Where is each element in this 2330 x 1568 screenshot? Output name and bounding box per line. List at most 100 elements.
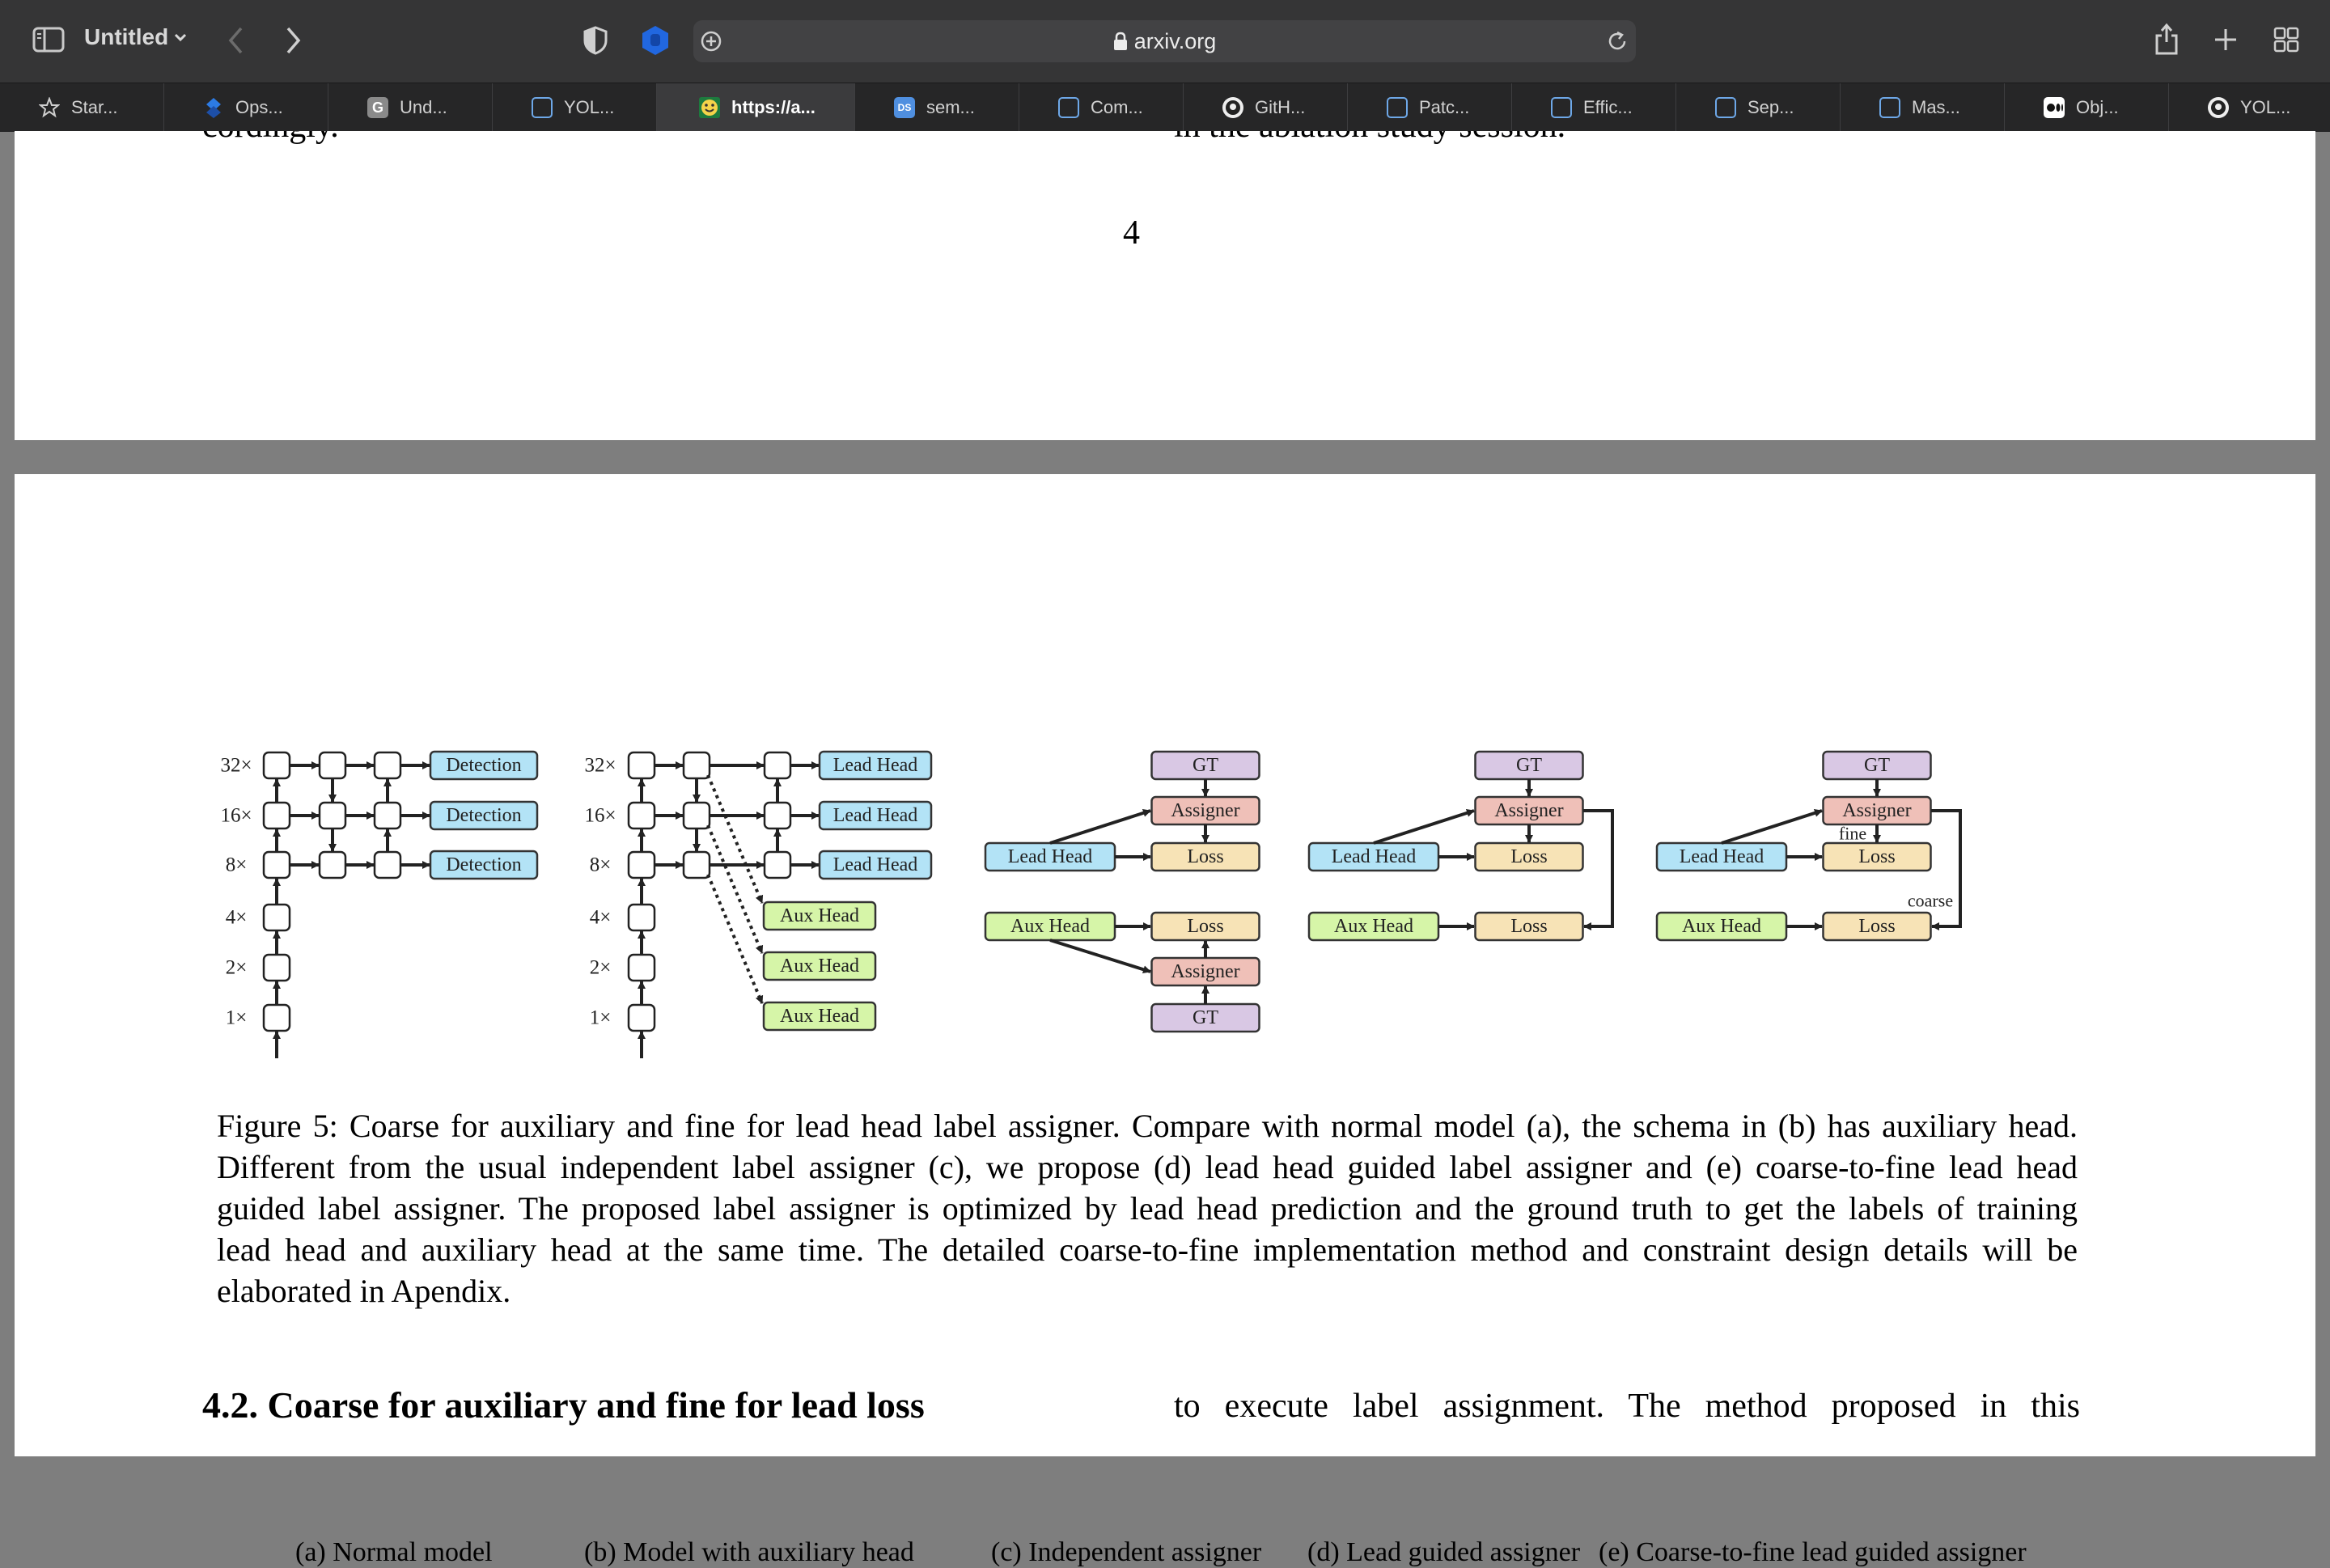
medium-favicon-icon bbox=[2044, 97, 2065, 118]
tab-label: Und... bbox=[400, 97, 447, 117]
lead-head-box-label: Lead Head bbox=[1008, 846, 1093, 867]
aux-head-box bbox=[762, 951, 877, 981]
coarse-label: coarse bbox=[1908, 891, 1953, 911]
aux-head-box-label: Aux Head bbox=[780, 1006, 859, 1027]
privacy-shield-icon[interactable] bbox=[582, 26, 608, 59]
chevron-down-icon[interactable] bbox=[173, 32, 188, 48]
smiley-favicon-icon bbox=[699, 97, 720, 118]
detection-box-label: Detection bbox=[446, 755, 521, 776]
tab-label: YOL... bbox=[564, 97, 615, 117]
loss-box-label: Loss bbox=[1510, 916, 1547, 937]
aux-head-box-label: Aux Head bbox=[780, 956, 859, 977]
node-b bbox=[627, 801, 656, 830]
sidebar-toggle-icon[interactable] bbox=[32, 26, 65, 57]
tab-starred[interactable]: Star... bbox=[0, 83, 164, 132]
arxiv-favicon-icon bbox=[1879, 97, 1900, 118]
reload-icon[interactable] bbox=[1606, 30, 1629, 57]
figure-caption-line-2: Different from the usual independent lab… bbox=[217, 1149, 2078, 1185]
gt-box-label: GT bbox=[1516, 755, 1542, 776]
figure-graph: 32×16×8×4×2×1×DetectionDetectionDetectio… bbox=[220, 750, 1962, 1058]
dotted-edge-b bbox=[706, 824, 764, 954]
tab-com[interactable]: Com... bbox=[1019, 83, 1184, 132]
tab-ops[interactable]: Ops... bbox=[164, 83, 328, 132]
tab-yol-1[interactable]: YOL... bbox=[493, 83, 657, 132]
github-favicon-icon bbox=[2208, 97, 2229, 118]
g-favicon-icon: G bbox=[367, 97, 388, 118]
figure-caption-line-1: Figure 5: Coarse for auxiliary and fine … bbox=[217, 1108, 2078, 1144]
edge-c bbox=[1049, 939, 1151, 974]
scale-label-a: 4× bbox=[226, 907, 248, 929]
assigner-box-label: Assigner bbox=[1171, 800, 1239, 821]
node-b bbox=[682, 801, 711, 830]
back-icon[interactable] bbox=[227, 26, 246, 59]
node-b bbox=[627, 1003, 656, 1032]
page-info-icon[interactable] bbox=[700, 30, 722, 57]
tab-label: Com... bbox=[1091, 97, 1143, 117]
tab-label: https://a... bbox=[731, 97, 816, 117]
node-a bbox=[373, 751, 402, 780]
lead-head-box bbox=[818, 750, 933, 781]
fine-label: fine bbox=[1839, 824, 1866, 844]
node-b bbox=[763, 801, 792, 830]
detection-box bbox=[429, 750, 539, 781]
aux-head-box-label: Aux Head bbox=[1334, 916, 1413, 937]
loss-box bbox=[1474, 841, 1584, 872]
dotted-edge-b bbox=[706, 874, 764, 1004]
extension-hand-icon[interactable] bbox=[639, 24, 671, 61]
forward-icon[interactable] bbox=[283, 26, 303, 59]
node-a bbox=[262, 751, 291, 780]
tab-label: Effic... bbox=[1583, 97, 1633, 117]
scale-label-b: 8× bbox=[590, 854, 612, 876]
pdf-page-previous: cordingly. in the ablation study session… bbox=[15, 131, 2315, 440]
tab-sem[interactable]: DS sem... bbox=[855, 83, 1019, 132]
loss-box-label: Loss bbox=[1187, 846, 1223, 867]
arxiv-favicon-icon bbox=[532, 97, 553, 118]
tab-label: GitH... bbox=[1255, 97, 1306, 117]
lock-icon bbox=[1113, 32, 1128, 57]
tab-obj[interactable]: Obj... bbox=[2005, 83, 2169, 132]
lead-head-box bbox=[818, 800, 933, 831]
share-icon[interactable] bbox=[2154, 23, 2180, 61]
cut-text-left: cordingly. bbox=[202, 131, 339, 146]
tab-sep[interactable]: Sep... bbox=[1676, 83, 1841, 132]
arxiv-favicon-icon bbox=[1551, 97, 1572, 118]
node-b bbox=[627, 953, 656, 982]
scale-label-a: 32× bbox=[220, 755, 252, 777]
loss-box-label: Loss bbox=[1858, 916, 1895, 937]
scale-label-a: 16× bbox=[220, 805, 252, 827]
tab-arxiv-active[interactable]: https://a... bbox=[657, 83, 855, 132]
scale-label-b: 32× bbox=[584, 755, 616, 777]
tab-patc[interactable]: Patc... bbox=[1348, 83, 1512, 132]
tab-label: Ops... bbox=[235, 97, 283, 117]
window-title[interactable]: Untitled bbox=[84, 24, 169, 49]
node-b bbox=[627, 903, 656, 932]
loss-box-label: Loss bbox=[1510, 846, 1547, 867]
figure-caption-line-4: lead head and auxiliary head at the same… bbox=[217, 1231, 2078, 1268]
edge-d bbox=[1373, 809, 1475, 845]
subcaption-b: (b) Model with auxiliary head bbox=[584, 1537, 914, 1567]
subcaption-a: (a) Normal model bbox=[295, 1537, 493, 1567]
node-a bbox=[262, 953, 291, 982]
tab-yol-2[interactable]: YOL... bbox=[2169, 83, 2330, 132]
tab-und[interactable]: G Und... bbox=[328, 83, 493, 132]
tab-effic[interactable]: Effic... bbox=[1512, 83, 1676, 132]
scale-label-b: 2× bbox=[590, 957, 612, 979]
browser-toolbar: Untitled arxiv.org bbox=[0, 0, 2330, 83]
node-b bbox=[763, 850, 792, 879]
lead-head-box-label: Lead Head bbox=[1680, 846, 1764, 867]
tab-label: YOL... bbox=[2240, 97, 2291, 117]
figure-caption-line-3: guided label assigner. The proposed labe… bbox=[217, 1190, 2078, 1227]
new-tab-icon[interactable] bbox=[2214, 28, 2238, 56]
loss-box bbox=[1822, 841, 1932, 872]
address-bar[interactable]: arxiv.org bbox=[693, 20, 1636, 62]
node-a bbox=[262, 850, 291, 879]
tab-github[interactable]: GitH... bbox=[1184, 83, 1348, 132]
scale-label-b: 16× bbox=[584, 805, 616, 827]
figure-caption-line-5: elaborated in Apendix. bbox=[217, 1273, 511, 1309]
tab-overview-icon[interactable] bbox=[2273, 27, 2299, 57]
figure-5-diagram: 32×16×8×4×2×1×DetectionDetectionDetectio… bbox=[220, 750, 1962, 1058]
tab-mas[interactable]: Mas... bbox=[1841, 83, 2005, 132]
detection-box-label: Detection bbox=[446, 805, 521, 826]
address-text-wrap: arxiv.org bbox=[693, 29, 1636, 57]
loss-box bbox=[1474, 911, 1584, 942]
